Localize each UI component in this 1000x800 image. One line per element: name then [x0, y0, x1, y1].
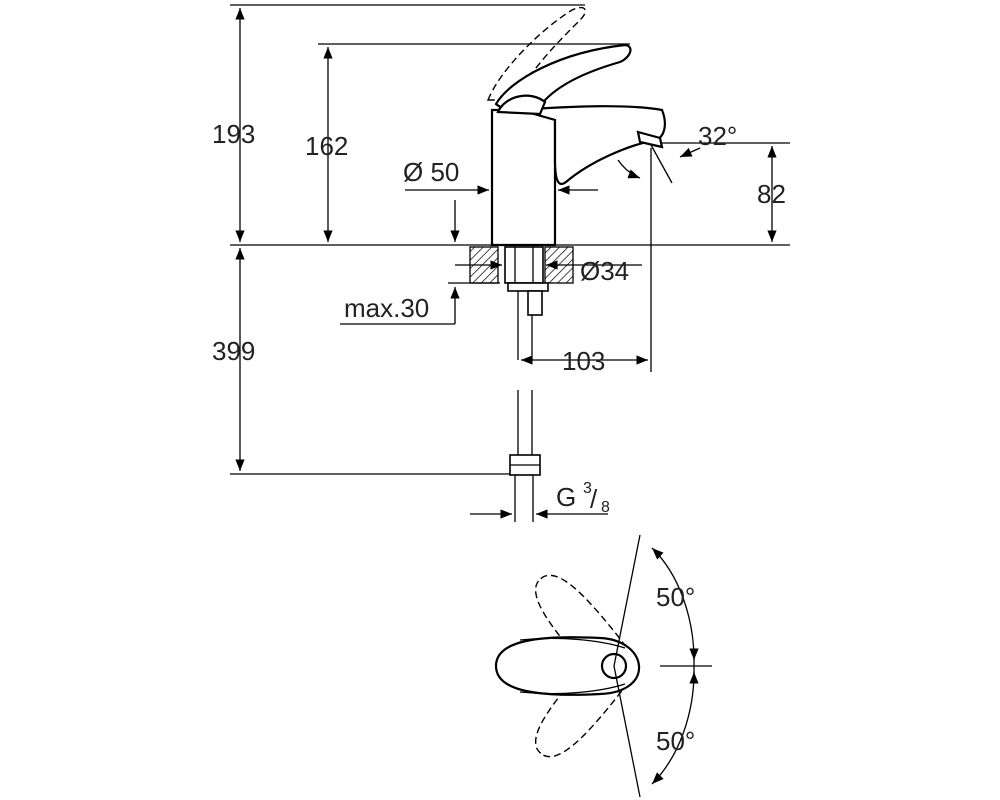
label-thread-num: 3 [583, 480, 592, 497]
label-max30: max.30 [344, 293, 429, 323]
faucet-body [490, 108, 557, 247]
label-82: 82 [757, 179, 786, 209]
shank-rod [527, 290, 543, 316]
label-32deg: 32° [698, 121, 737, 151]
label-rotation-left: 50° [656, 582, 695, 612]
label-thread-slash: / [590, 484, 598, 514]
top-view: 50° 50° [494, 534, 712, 798]
dim-50-arc-bottom [651, 671, 699, 785]
label-d34: Ø34 [580, 256, 629, 286]
label-103: 103 [562, 346, 605, 376]
handle-top-inner [519, 637, 626, 695]
label-rotation-right: 50° [656, 726, 695, 756]
label-193: 193 [212, 119, 255, 149]
aerator [636, 130, 664, 149]
rotation-ref-bottom [613, 665, 641, 798]
rotation-ref-top [613, 534, 641, 667]
hose-upper [517, 291, 533, 360]
handle-raised-outline [486, 6, 586, 101]
shank-nut [507, 282, 549, 292]
dim-32-arrow [679, 147, 701, 158]
handle-rotated-left-outline [535, 647, 635, 758]
handle-rotated-right-outline [535, 574, 633, 687]
label-399: 399 [212, 336, 255, 366]
mounting-shank [504, 246, 544, 284]
label-thread-den: 8 [601, 499, 610, 516]
label-thread-g: G [556, 482, 576, 512]
hose-end [514, 475, 534, 522]
dim-50-arc-top [651, 547, 699, 661]
dim-32-arc [617, 159, 641, 179]
handle-top-view [494, 636, 641, 696]
label-d50: Ø 50 [403, 157, 459, 187]
hose-lower [517, 390, 533, 455]
handle-base [496, 94, 547, 116]
label-162: 162 [305, 131, 348, 161]
side-view: 193 162 Ø 50 82 32° Ø34 max.30 103 399 G… [212, 4, 790, 522]
spout-angle-line [650, 144, 673, 184]
